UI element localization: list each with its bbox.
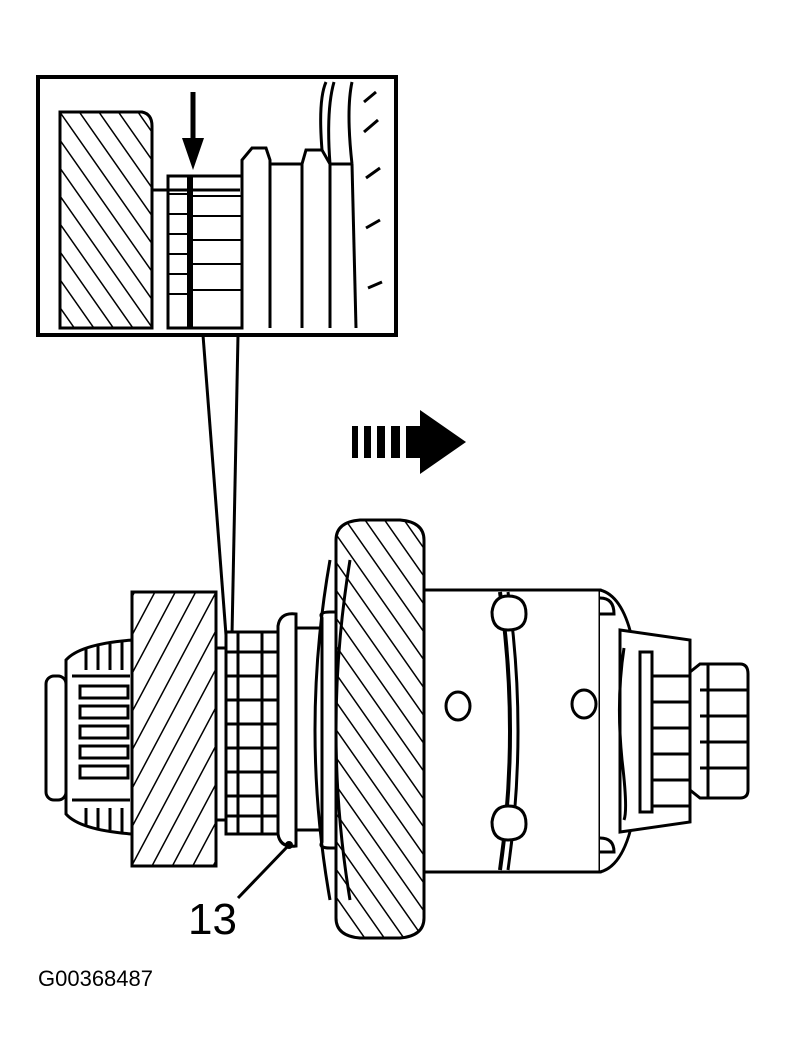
detail-inset bbox=[36, 75, 398, 337]
right-bearing bbox=[617, 628, 692, 834]
inset-leader bbox=[201, 334, 240, 636]
left-helical-gear bbox=[130, 590, 218, 868]
left-bearing bbox=[44, 638, 134, 836]
differential-assembly bbox=[44, 518, 750, 940]
indicator-arrow-icon bbox=[182, 92, 204, 170]
right-stub-shaft bbox=[688, 662, 750, 800]
differential-case bbox=[422, 588, 642, 874]
spline-section bbox=[214, 630, 280, 836]
callout-number: 13 bbox=[188, 895, 237, 944]
ring-gear bbox=[313, 518, 426, 940]
figure-code: G00368487 bbox=[38, 966, 153, 991]
direction-arrow-icon bbox=[352, 410, 466, 474]
callout-13: 13 bbox=[188, 841, 293, 944]
snap-ring bbox=[276, 612, 298, 848]
